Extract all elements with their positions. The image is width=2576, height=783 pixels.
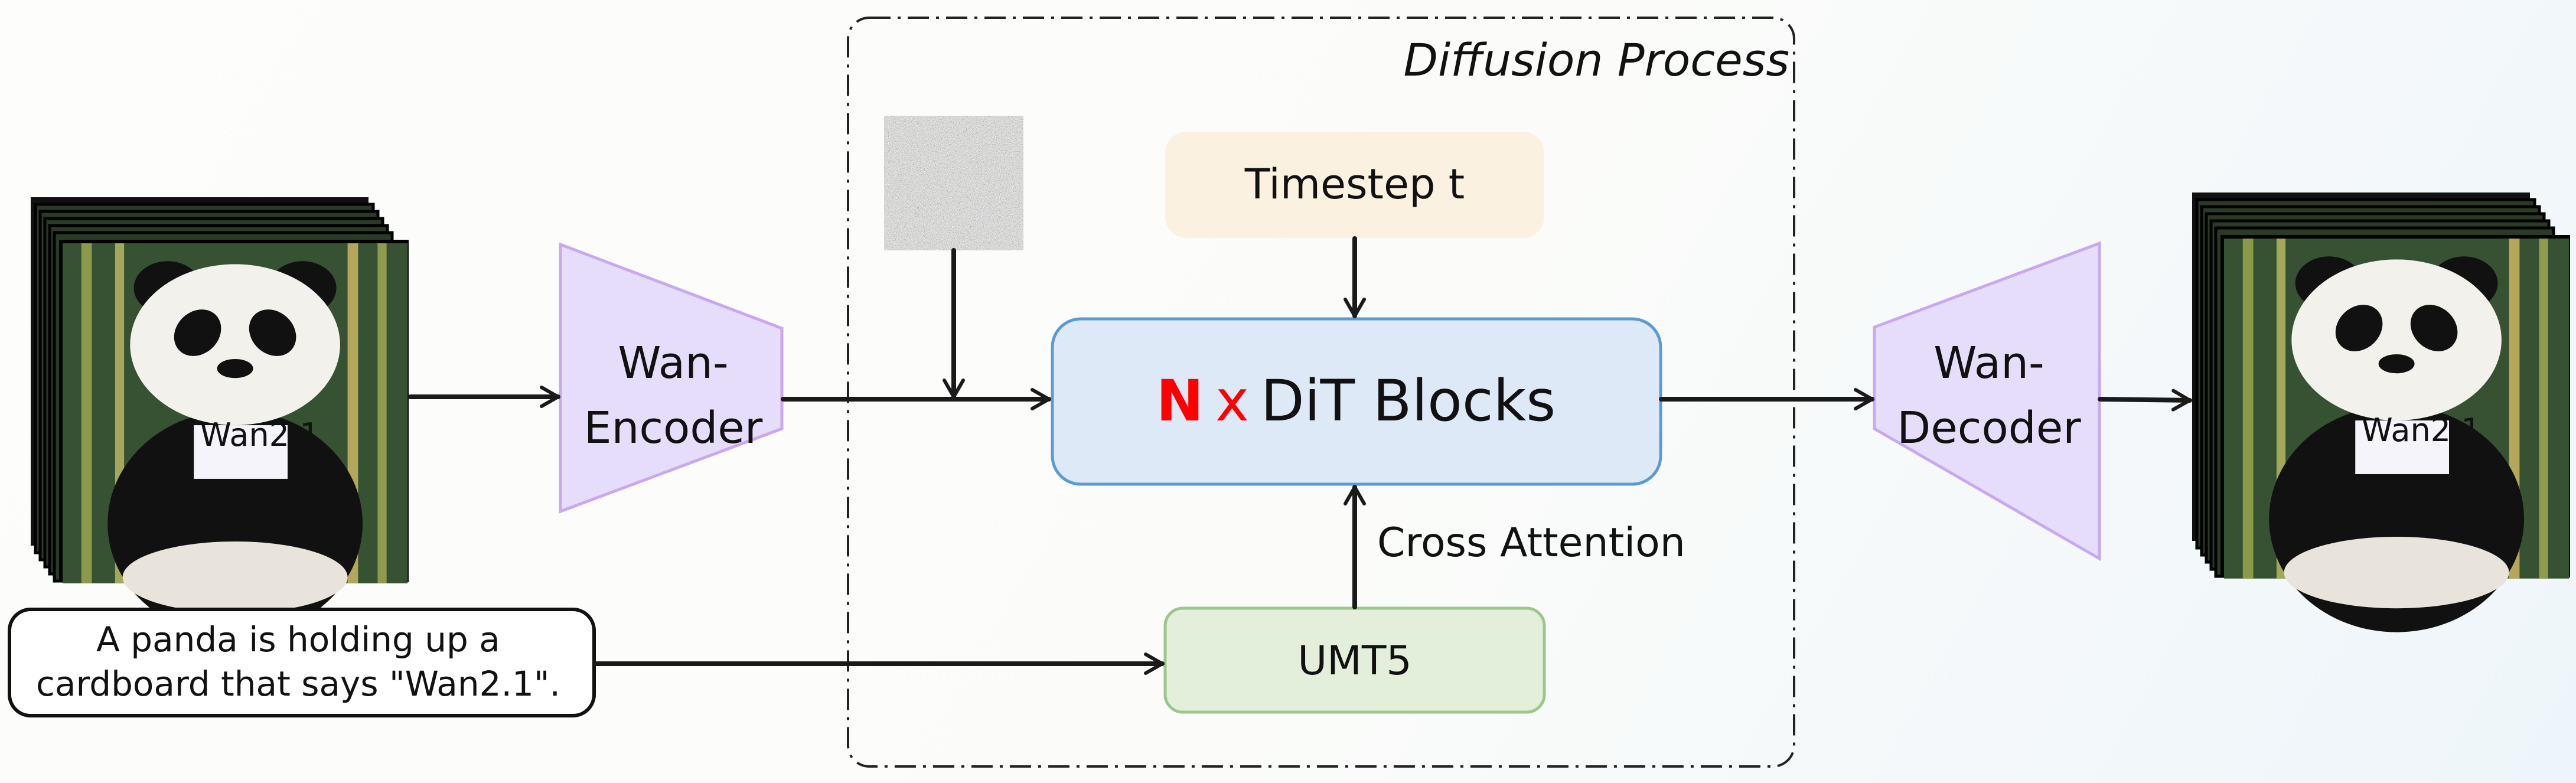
input-sign-text: Wan2.1 [200, 416, 319, 454]
wan-decoder-node [1873, 241, 2101, 562]
prompt-line1: A panda is holding up a [96, 619, 500, 660]
umt5-label: UMT5 [1297, 638, 1411, 684]
n-count: N [1156, 368, 1204, 434]
noise-image-icon [884, 116, 1023, 250]
output-video-frames: Wan2.1 [2192, 193, 2570, 632]
cross-attention-label: Cross Attention [1377, 520, 1685, 566]
dit-blocks-text: DiT Blocks [1261, 368, 1556, 434]
times-sign: x [1215, 368, 1249, 434]
input-video-frames: Wan2.1 [31, 197, 409, 637]
diffusion-process-label: Diffusion Process [1404, 34, 1790, 86]
encoder-label-line2: Encoder [584, 403, 763, 454]
arrow-decoder-to-video [2098, 389, 2192, 412]
wan-encoder-node [559, 242, 784, 514]
timestep-node [1165, 132, 1544, 238]
decoder-label-line1: Wan- [1933, 338, 2044, 389]
prompt-line2: cardboard that says "Wan2.1". [36, 664, 560, 704]
decoder-label-line2: Decoder [1897, 403, 2081, 454]
encoder-label-line1: Wan- [618, 338, 728, 389]
output-sign-text: Wan2.1 [2361, 412, 2481, 449]
dit-blocks-node [1051, 317, 1662, 486]
diffusion-process-group [847, 17, 1795, 768]
timestep-label: Timestep t [1244, 160, 1465, 208]
